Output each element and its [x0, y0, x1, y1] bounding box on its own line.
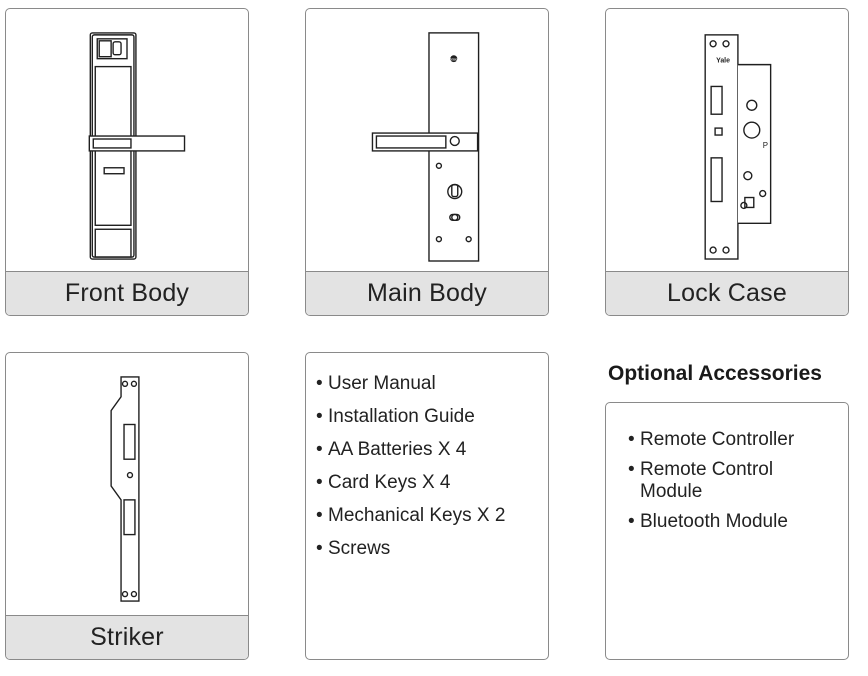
list-item: •AA Batteries X 4	[316, 439, 467, 460]
optional-accessories-box: •Remote Controller •Remote Control Modul…	[605, 402, 849, 660]
optional-accessories-heading: Optional Accessories	[608, 362, 822, 385]
included-items-list: •User Manual •Installation Guide •AA Bat…	[316, 373, 505, 560]
lock-case-illustration: Yale P	[606, 9, 848, 271]
front-body-card: Front Body	[5, 8, 249, 316]
list-item: •User Manual	[316, 373, 436, 394]
list-item: •Remote Controller	[628, 429, 795, 450]
svg-text:Yale: Yale	[716, 58, 730, 65]
list-item: •Installation Guide	[316, 406, 475, 427]
list-item: •Card Keys X 4	[316, 472, 451, 493]
striker-label: Striker	[6, 615, 248, 659]
main-body-card: Yale Main Body	[305, 8, 549, 316]
front-body-label: Front Body	[6, 271, 248, 315]
striker-card: Striker	[5, 352, 249, 660]
list-item: •Mechanical Keys X 2	[316, 505, 506, 526]
striker-illustration	[6, 353, 248, 615]
list-item: •Screws	[316, 538, 391, 559]
main-body-illustration: Yale	[306, 9, 548, 271]
included-items-box: •User Manual •Installation Guide •AA Bat…	[305, 352, 549, 660]
yale-logo-text: Yale	[450, 57, 458, 62]
lock-case-label: Lock Case	[606, 271, 848, 315]
optional-accessories-list: •Remote Controller •Remote Control Modul…	[628, 429, 838, 533]
list-item: •Remote Control Module	[628, 459, 774, 502]
list-item: •Bluetooth Module	[628, 511, 788, 532]
main-body-label: Main Body	[306, 271, 548, 315]
lock-case-card: Yale P Lock Case	[605, 8, 849, 316]
svg-text:P: P	[763, 141, 768, 150]
front-body-illustration	[6, 9, 248, 271]
